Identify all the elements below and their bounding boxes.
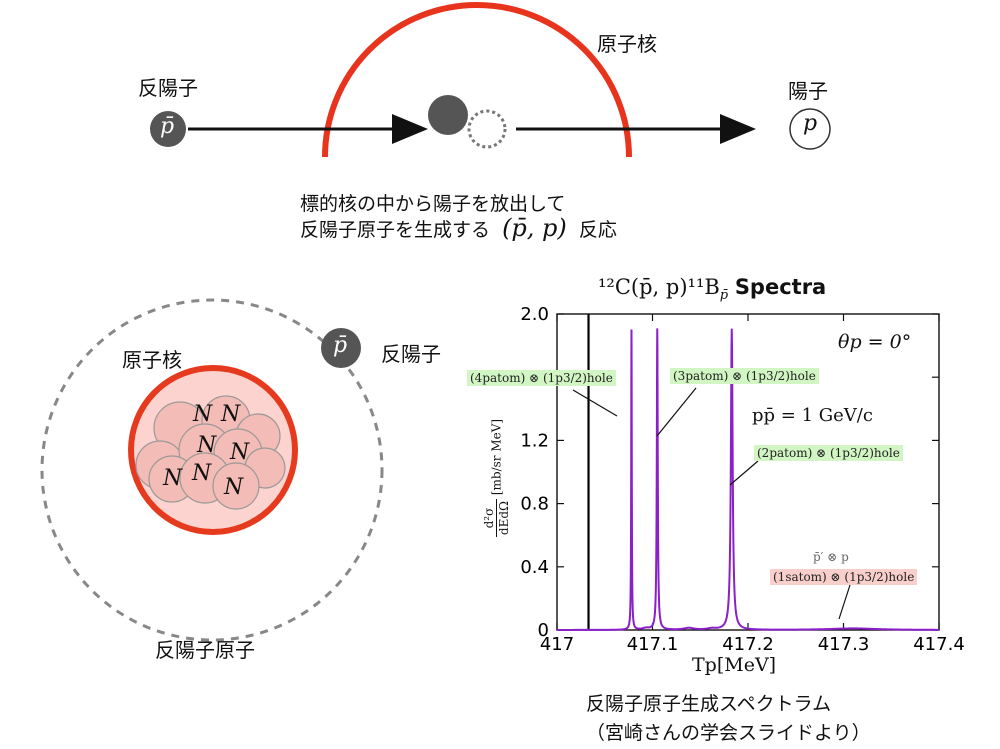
antiproton-label: 反陽子 — [138, 76, 198, 100]
atom-diagram — [40, 298, 384, 642]
nucleon-cluster — [135, 395, 286, 510]
ylabel-fraction: d²σ dEdΩ — [482, 499, 511, 538]
nucleon-symbol: N — [192, 461, 212, 486]
chart-title-math: ¹²C(p̄, p)¹¹B — [598, 275, 720, 299]
orbit-antiproton-label: 反陽子 — [381, 342, 441, 366]
y-tick-label: 0.4 — [520, 557, 549, 578]
incoming-antiproton-dot — [150, 111, 186, 147]
annotation-1s: (1satom) ⊗ (1p3/2)hole — [770, 569, 918, 585]
atom-caption: 反陽子原子 — [155, 638, 255, 662]
x-tick-label: 417.1 — [627, 634, 679, 655]
chart-title-subscript: p̄ — [719, 288, 729, 304]
ylabel-unit: [mb/sr MeV] — [489, 418, 504, 496]
reaction-notation: (p̄, p) — [502, 214, 567, 242]
theta-label: θp = 0° — [838, 331, 912, 353]
x-tick-labels: 417 417.1 417.2 417.3 417.4 — [540, 634, 965, 655]
axis-ticks — [556, 313, 940, 631]
y-tick-label: 1.2 — [520, 430, 549, 451]
spectrum-caption-line1: 反陽子原子生成スペクトラム — [586, 693, 832, 715]
chart-title-word: Spectra — [734, 275, 827, 299]
spectrum-caption-line2: （宮崎さんの学会スライドより） — [586, 722, 871, 744]
annotation-2p: (2patom) ⊗ (1p3/2)hole — [754, 445, 903, 461]
nucleon-symbol: N — [221, 402, 241, 427]
caption-prefix: 反陽子原子を生成する — [300, 219, 491, 241]
ylabel-numerator: d²σ — [482, 499, 497, 538]
x-tick-label: 417.3 — [818, 634, 870, 655]
spectrum-curve — [557, 328, 939, 631]
x-tick-label: 417.4 — [913, 634, 965, 655]
x-tick-label: 417 — [540, 634, 574, 655]
annotation-4p: (4patom) ⊗ (1p3/2)hole — [467, 370, 616, 386]
y-axis-label: d²σ dEdΩ [mb/sr MeV] — [482, 363, 518, 593]
annotation-3p: (3patom) ⊗ (1p3/2)hole — [670, 368, 819, 384]
leader-4p — [572, 389, 618, 417]
nucleus-arc — [322, 2, 632, 158]
ylabel-denominator: dEdΩ — [497, 501, 511, 536]
y-tick-labels: 00.40.81.21.62.0 — [520, 304, 549, 641]
reaction-diagram — [150, 2, 831, 158]
leader-3p — [656, 387, 697, 437]
nucleon-symbol: N — [163, 466, 183, 491]
nucleus-label-top: 原子核 — [597, 32, 657, 56]
atomic-orbit — [40, 298, 384, 642]
captured-antiproton-dot — [428, 95, 468, 135]
orbit-antiproton-symbol: p̄ — [333, 333, 348, 358]
reaction-caption-line1: 標的核の中から陽子を放出して — [300, 193, 566, 215]
orbit-antiproton-dot — [321, 328, 361, 368]
nucleon-symbol: N — [193, 402, 213, 427]
proton-hole-circle — [467, 109, 507, 149]
nucleus-label-atom: 原子核 — [122, 348, 182, 372]
y-tick-label: 0 — [538, 620, 549, 641]
nucleon-symbol: N — [224, 475, 244, 500]
x-tick-label: 417.2 — [722, 634, 774, 655]
outgoing-proton-circle — [789, 108, 831, 150]
momentum-label: pp̄ = 1 GeV/c — [752, 405, 873, 426]
annotation-1s-top: p̄′ ⊗ p — [813, 550, 849, 564]
nucleon-symbol: N — [230, 440, 250, 465]
leader-2p — [729, 460, 759, 486]
incoming-antiproton-symbol: p̄ — [160, 114, 175, 139]
y-tick-label: 2.0 — [520, 304, 549, 325]
outgoing-proton-symbol: p — [803, 111, 818, 136]
x-axis-label: Tp[MeV] — [692, 654, 777, 676]
caption-suffix: 反応 — [578, 219, 617, 241]
proton-label: 陽子 — [788, 79, 828, 103]
leader-1s — [838, 584, 851, 620]
nucleon-symbol: N — [197, 433, 217, 458]
y-tick-label: 0.8 — [520, 494, 549, 515]
nucleon-bubble — [212, 462, 260, 510]
annotation-leaders — [572, 387, 851, 620]
reaction-caption-line2: 反陽子原子を生成する (p̄, p) 反応 — [300, 214, 617, 242]
chart-title: ¹²C(p̄, p)¹¹Bp̄ Spectra — [598, 275, 826, 303]
